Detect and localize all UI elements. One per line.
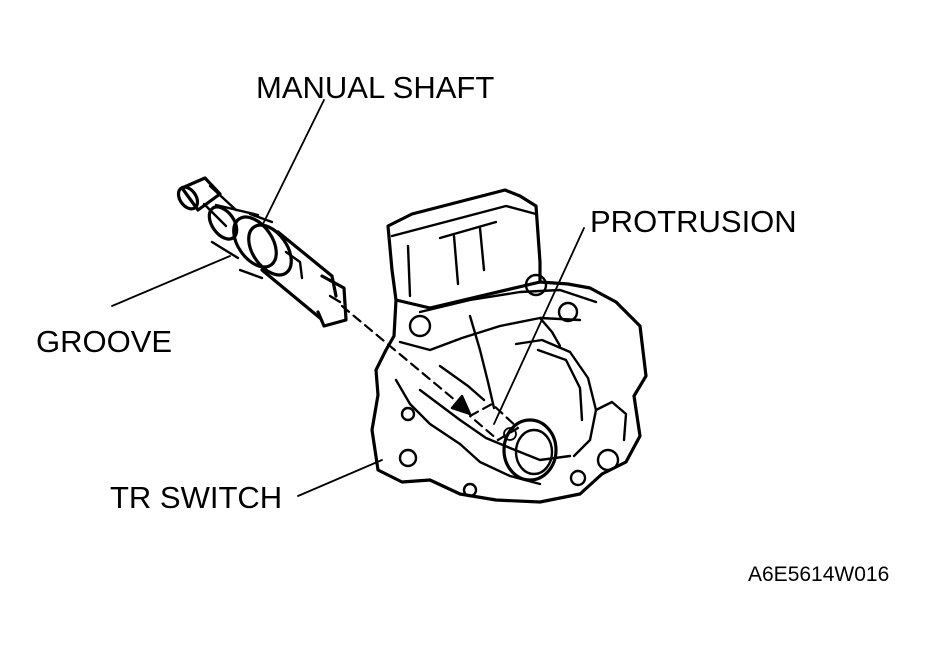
groove-leader: [111, 255, 231, 307]
reference-code: A6E5614W016: [748, 563, 890, 586]
manual-shaft-label: MANUAL SHAFT: [256, 70, 495, 105]
tr-switch-label: TR SWITCH: [110, 480, 283, 515]
tr-switch-body: [370, 188, 648, 504]
manual-shaft: [176, 176, 348, 328]
manual-shaft-leader: [261, 99, 325, 227]
arrow-head: [450, 394, 472, 416]
protrusion-label: PROTRUSION: [590, 204, 797, 239]
alignment-arrow: [340, 304, 464, 408]
groove-label: GROOVE: [36, 324, 173, 359]
protrusion-leader: [493, 227, 585, 425]
tr-switch-leader: [297, 459, 383, 497]
